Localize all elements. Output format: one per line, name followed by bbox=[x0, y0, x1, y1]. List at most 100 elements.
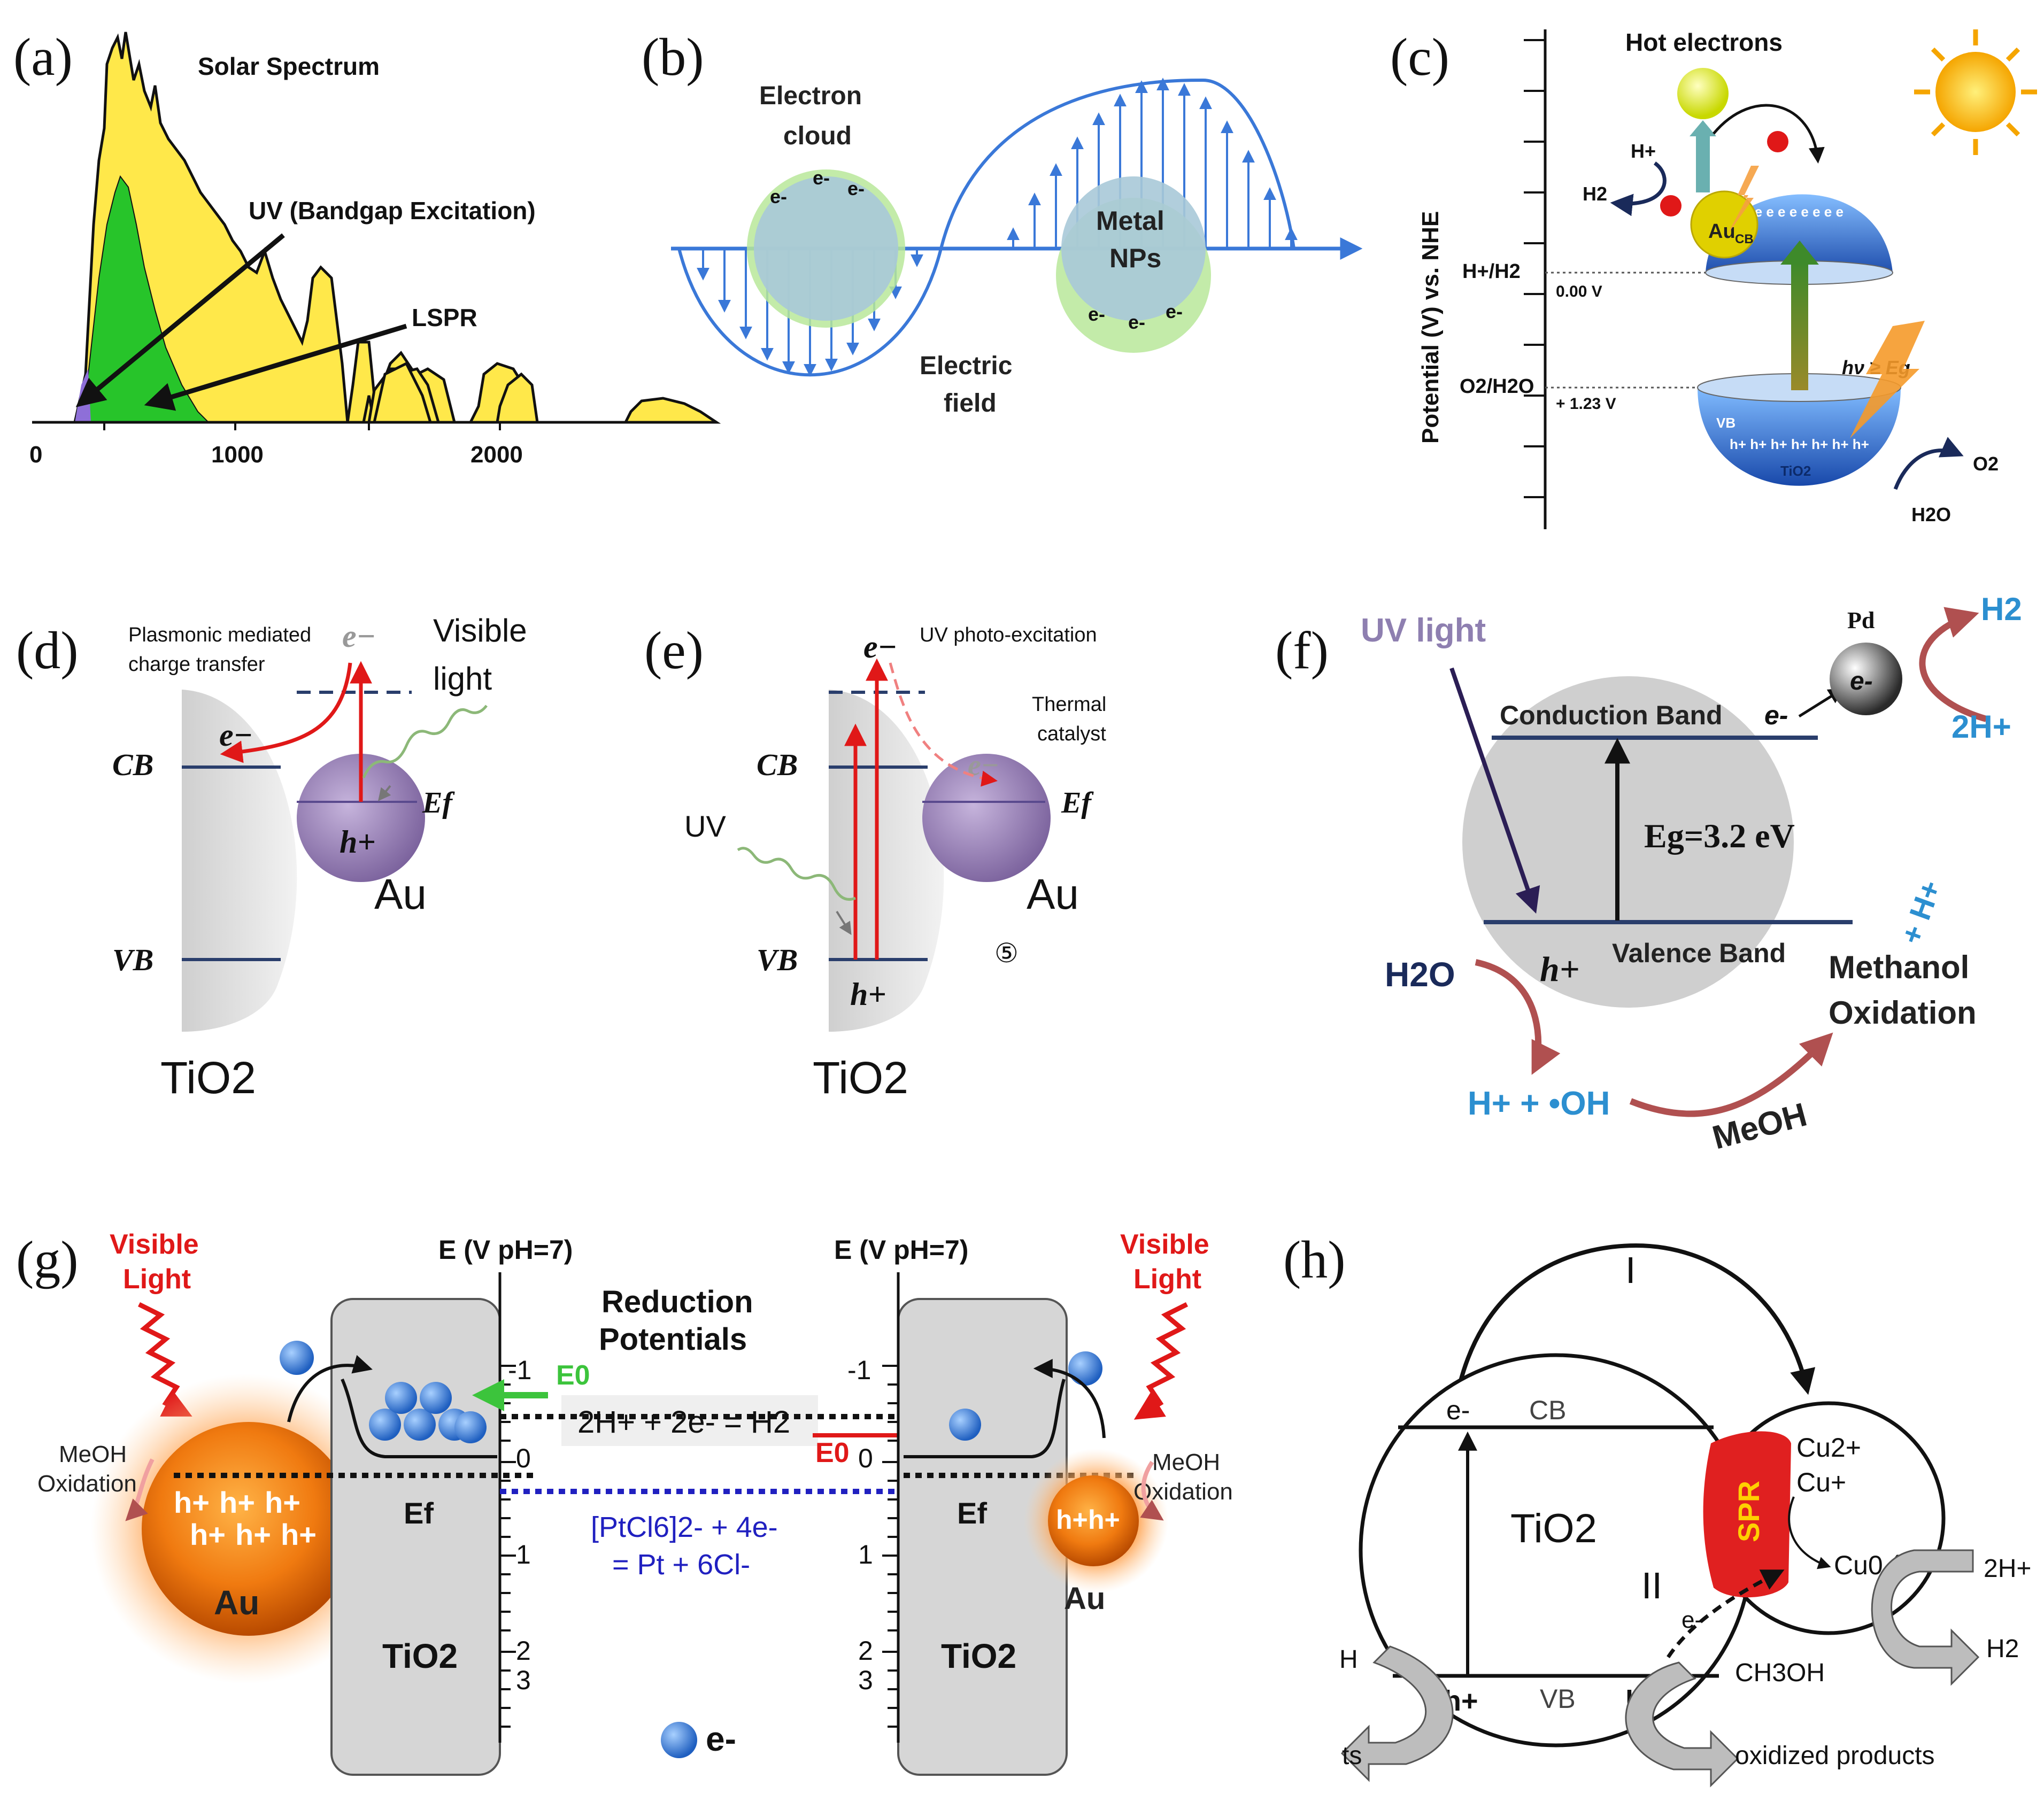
electron-left-ball-6 bbox=[454, 1411, 487, 1443]
panel-d: (d) Plasmonic mediated charge transfer C… bbox=[16, 613, 527, 1103]
ts-label: ts bbox=[1342, 1742, 1362, 1770]
hplus-label-f: h+ bbox=[1540, 950, 1579, 989]
h2-evolution-arrow bbox=[1610, 161, 1667, 216]
panel-c: (c) Potential (V) vs. NHE Hot electrons … bbox=[1390, 27, 2037, 529]
e0-label-red: E0 bbox=[815, 1437, 850, 1468]
panel-h: (h) I e- CB VB TiO2 h+ h+ SPR Cu2+ Cu+ C… bbox=[1283, 1230, 2031, 1788]
legend-electron-label: e- bbox=[706, 1720, 736, 1758]
meoh-label-g-right-2: Oxidation bbox=[1133, 1479, 1233, 1505]
panel-label-h: (h) bbox=[1283, 1230, 1346, 1289]
hplus-row1-left-3: h+ bbox=[265, 1486, 300, 1519]
ch3oh-arrow bbox=[1625, 1661, 1739, 1788]
bandgap-arrow-shaft bbox=[1791, 262, 1808, 390]
tio2-label-c: TiO2 bbox=[1780, 463, 1811, 479]
meoh-label-g-left-1: MeOH bbox=[59, 1441, 127, 1467]
ef-label-d: Ef bbox=[422, 786, 455, 819]
electron-right-free bbox=[1068, 1351, 1102, 1386]
electron-left-ball-5 bbox=[420, 1382, 452, 1414]
panel-label-e: (e) bbox=[644, 621, 704, 680]
cu2-label: Cu2+ bbox=[1796, 1433, 1861, 1463]
cb-label-h: CB bbox=[1529, 1395, 1566, 1425]
e-axis-right-ticks bbox=[882, 1365, 898, 1728]
electron-left-ball-2 bbox=[404, 1409, 436, 1441]
tio2-body-d bbox=[182, 690, 297, 1032]
visible-wave-g-right bbox=[1133, 1302, 1189, 1420]
pt-equation-2: = Pt + 6Cl- bbox=[612, 1549, 750, 1581]
au-particle-d bbox=[297, 754, 425, 882]
electron-left-ball-4 bbox=[385, 1382, 417, 1414]
visible-light-g-right-1: Visible bbox=[1120, 1229, 1209, 1260]
hplus-label-c: H+ bbox=[1631, 140, 1656, 162]
o2-h2o-label: O2/H2O bbox=[1460, 375, 1534, 398]
au-label-c: Au bbox=[1708, 220, 1736, 243]
panel-b: (b) bbox=[642, 27, 1363, 417]
two-hplus-label-f: 2H+ bbox=[1952, 709, 2011, 745]
two-hplus-label-h: 2H+ bbox=[1984, 1555, 2031, 1583]
tick-label-1000: 1000 bbox=[211, 442, 264, 468]
efield-wave bbox=[677, 78, 1295, 377]
o2-label-c: O2 bbox=[1973, 453, 1999, 475]
electron-left-1: e- bbox=[770, 185, 787, 207]
tio2-label-g-left: TiO2 bbox=[382, 1637, 458, 1675]
visible-light-g-right-2: Light bbox=[1133, 1264, 1201, 1295]
tick-right-3: 3 bbox=[858, 1665, 873, 1695]
pd-label: Pd bbox=[1847, 607, 1875, 633]
uv-label-e: UV bbox=[684, 809, 726, 843]
ef-label-g-right: Ef bbox=[957, 1496, 987, 1530]
meoh-label-g-left-2: Oxidation bbox=[37, 1471, 137, 1497]
h2o-oxidation-arrow bbox=[1475, 959, 1561, 1075]
spr-label: SPR bbox=[1732, 1481, 1765, 1542]
plasmonic-label-2: charge transfer bbox=[128, 653, 265, 676]
vb-label-c: VB bbox=[1716, 415, 1736, 431]
methanol-label-1: Methanol bbox=[1829, 949, 1969, 985]
visible-light-d-1: Visible bbox=[433, 613, 527, 648]
electron-right-3: e- bbox=[1166, 300, 1183, 322]
electron-injection-arrow-right bbox=[1033, 1359, 1106, 1439]
cb-label-e: CB bbox=[757, 747, 798, 782]
tick-right-1: 1 bbox=[858, 1540, 873, 1569]
uv-bandgap-label: UV (Bandgap Excitation) bbox=[249, 197, 536, 225]
uv-arrow bbox=[75, 233, 285, 407]
hplus-right-2: h+ bbox=[1088, 1505, 1120, 1535]
vb-holes: h+ h+ h+ h+ h+ h+ h+ bbox=[1730, 436, 1869, 452]
h2-label-h: H2 bbox=[1986, 1635, 2019, 1663]
au-particle-c bbox=[1690, 190, 1758, 259]
meoh-arrow-g-right bbox=[1140, 1460, 1164, 1521]
path-ii-arrow bbox=[1667, 1569, 1785, 1658]
electric-field-label-1: Electric bbox=[920, 352, 1012, 380]
visible-arrow-d bbox=[378, 785, 391, 801]
pd-particle bbox=[1830, 643, 1902, 715]
ef-label-e: Ef bbox=[1061, 786, 1094, 819]
thermal-label-1: Thermal bbox=[1032, 693, 1106, 716]
tio2-label-e: TiO2 bbox=[813, 1053, 908, 1103]
panel-label-g: (g) bbox=[16, 1230, 79, 1289]
cb-label-f: Conduction Band bbox=[1500, 700, 1723, 730]
tick-label-2000: 2000 bbox=[470, 442, 523, 468]
hplus-row2-left-2: h+ bbox=[235, 1518, 271, 1551]
electron-cloud-label-2: cloud bbox=[783, 122, 852, 150]
visible-light-g-left-1: Visible bbox=[110, 1229, 199, 1260]
panel-f: (f) Conduction Band Valence Band Eg=3.2 … bbox=[1275, 591, 2022, 1157]
reduction-label-2: Potentials bbox=[599, 1322, 747, 1357]
electron-left-3: e- bbox=[847, 177, 865, 199]
cb-label-d: CB bbox=[112, 747, 153, 782]
meoh-label: MeOH bbox=[1709, 1096, 1811, 1157]
roman-one: I bbox=[1625, 1249, 1636, 1291]
h2o-label-c: H2O bbox=[1911, 504, 1951, 525]
cb-label-c: CB bbox=[1735, 232, 1754, 246]
au-particle-g-right bbox=[1048, 1475, 1139, 1566]
hot-electrons-label: Hot electrons bbox=[1625, 28, 1783, 56]
h2-evolution-arrow-h bbox=[1871, 1549, 1980, 1686]
hot-electron-arrow-shaft bbox=[1696, 134, 1710, 192]
oxidized-products-label: oxidized products bbox=[1735, 1742, 1935, 1770]
hplus-label-e: h+ bbox=[850, 977, 886, 1012]
h2-curved-arrow bbox=[1919, 607, 1987, 722]
tick-right-m1: -1 bbox=[847, 1355, 871, 1385]
electron-left-free bbox=[280, 1341, 314, 1375]
pt-equation-1: [PtCl6]2- + 4e- bbox=[591, 1511, 778, 1543]
cu1-label: Cu+ bbox=[1796, 1467, 1846, 1497]
visible-light-g-left-2: Light bbox=[123, 1264, 191, 1295]
hplus-right-1: h+ bbox=[1056, 1505, 1088, 1535]
panel-a: (a) Solar Spectrum 0 1000 2000 UV (Bandg… bbox=[13, 27, 721, 468]
tick-left-3: 3 bbox=[516, 1665, 531, 1695]
